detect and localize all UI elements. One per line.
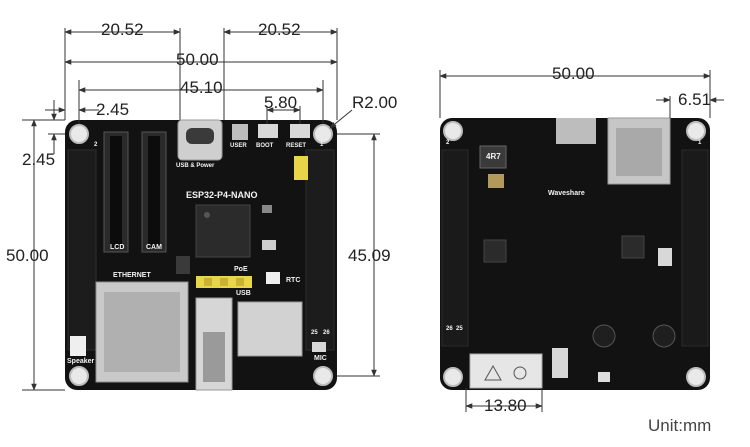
back-board	[440, 117, 710, 390]
waveshare-brand-text: Waveshare	[548, 190, 585, 197]
dim-back-total-width: 50.00	[552, 64, 595, 83]
dim-back-sd-offset: 6.51	[678, 90, 712, 109]
dim-front-total-width: 50.00	[176, 50, 219, 69]
mounting-hole	[686, 367, 706, 387]
inductor	[479, 145, 507, 169]
mounting-hole	[69, 366, 89, 386]
dim-front-hole-spacing-left: 20.52	[101, 20, 144, 39]
dim-front-hole-spacing-right: 20.52	[258, 20, 301, 39]
silk-lcd: LCD	[110, 244, 125, 251]
dim-front-hole-to-hole-width: 45.10	[180, 78, 223, 97]
silk-usb: USB	[236, 290, 251, 297]
right-pin-header	[305, 149, 335, 351]
mounting-hole	[443, 367, 463, 387]
front-dimension-lines	[22, 28, 380, 391]
yellow-connector	[294, 156, 308, 180]
silk-usb-power: USB & Power	[176, 163, 215, 169]
dim-front-hole-offset-x: 2.45	[96, 100, 130, 119]
silk-back-pin-26: 26	[446, 326, 453, 332]
silk-speaker: Speaker	[67, 358, 95, 365]
silk-mic: MIC	[314, 355, 327, 362]
back-dimension-lines	[439, 70, 724, 412]
dim-front-hole-offset-y: 2.45	[22, 150, 56, 169]
silk-pin-1: 1	[320, 142, 324, 148]
silk-ethernet: ETHERNET	[113, 272, 151, 279]
silk-back-pin-25: 25	[456, 326, 463, 332]
board-name-label: ESP32-P4-NANO	[186, 190, 258, 200]
unit-label: Unit:mm	[648, 416, 712, 435]
mic-chip	[312, 342, 326, 352]
esp32-p4-chip	[195, 204, 251, 258]
dim-front-hole-to-hole-height: 45.09	[348, 246, 391, 265]
silk-pin-2: 2	[94, 142, 98, 148]
user-button	[232, 124, 248, 140]
mounting-hole	[69, 124, 89, 144]
silk-back-pin-1: 1	[698, 140, 702, 146]
dim-front-total-height: 50.00	[6, 246, 49, 265]
reset-button	[290, 124, 310, 138]
boot-button	[258, 124, 278, 138]
mounting-hole	[313, 124, 333, 144]
wifi-module	[237, 301, 303, 357]
silk-poe: PoE	[234, 266, 248, 273]
compliance-label	[469, 353, 543, 389]
dim-back-bottom-offset: 13.80	[484, 396, 527, 415]
rtc-connector	[266, 272, 280, 284]
silk-back-pin-2: 2	[446, 140, 450, 146]
silk-cam: CAM	[146, 244, 162, 251]
dim-front-corner-radius: R2.00	[352, 93, 398, 112]
silk-reset: RESET	[286, 143, 307, 149]
silk-pin-25: 25	[311, 330, 318, 336]
dim-front-button-spacing: 5.80	[264, 93, 298, 112]
silk-rtc: RTC	[286, 277, 301, 284]
front-board	[65, 119, 337, 391]
mounting-hole	[686, 121, 706, 141]
speaker-connector	[70, 336, 86, 356]
mounting-hole	[313, 366, 333, 386]
mounting-hole	[443, 121, 463, 141]
silk-inductor: 4R7	[486, 152, 501, 161]
silk-pin-26: 26	[323, 330, 330, 336]
left-pin-header	[67, 149, 97, 351]
silk-boot: BOOT	[256, 143, 274, 149]
silk-user: USER	[230, 143, 247, 149]
